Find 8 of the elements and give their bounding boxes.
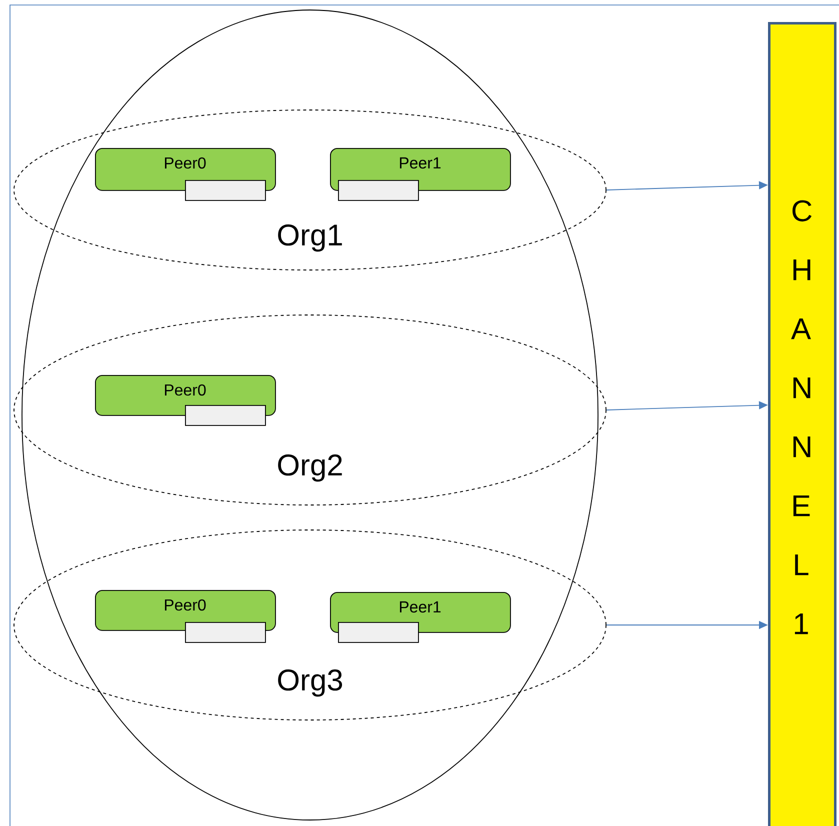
small-box [185, 405, 266, 426]
small-box [185, 622, 266, 643]
outer-ellipse [22, 10, 598, 820]
small-box [338, 622, 419, 643]
small-box [338, 180, 419, 201]
channel-bar: CHANNEL 1 [768, 22, 836, 826]
peer-box: Peer0 [95, 590, 276, 631]
small-box [185, 180, 266, 201]
